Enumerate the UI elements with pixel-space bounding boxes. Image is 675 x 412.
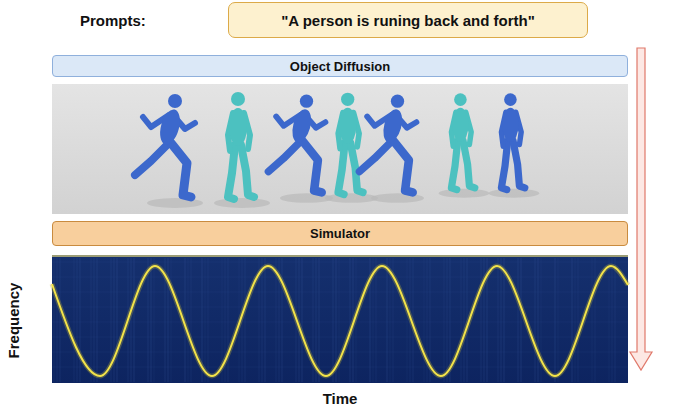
human-figure — [135, 94, 203, 208]
human-figure — [269, 95, 334, 203]
spectrogram — [52, 255, 628, 383]
render-floor — [52, 84, 628, 214]
spectrogram-noise — [52, 258, 628, 382]
prompt-frame: "A person is runing back and forth" — [228, 2, 588, 38]
prompt-box: Prompts: "A person is runing back and for… — [80, 2, 588, 38]
human-figure — [489, 93, 539, 197]
axis-label: Frequency — [6, 282, 23, 358]
process-band: Object Diffusion — [52, 55, 628, 77]
human-figure — [439, 93, 489, 197]
human-figures — [135, 92, 539, 208]
doppler-glow — [52, 266, 628, 376]
band-label: Object Diffusion — [290, 59, 390, 74]
prompt-text: "A person is runing back and forth" — [281, 12, 535, 29]
spectrogram-edge — [52, 255, 628, 257]
human-figure — [360, 95, 425, 203]
band-label: Simulator — [310, 226, 370, 241]
human-figure — [325, 93, 378, 203]
doppler-trace — [52, 266, 628, 376]
human-figure — [214, 92, 270, 208]
prompt-heading: Prompts: — [80, 12, 146, 29]
axis-label: Time — [323, 390, 358, 407]
flow-arrow — [630, 48, 652, 370]
process-band: Simulator — [52, 221, 628, 246]
